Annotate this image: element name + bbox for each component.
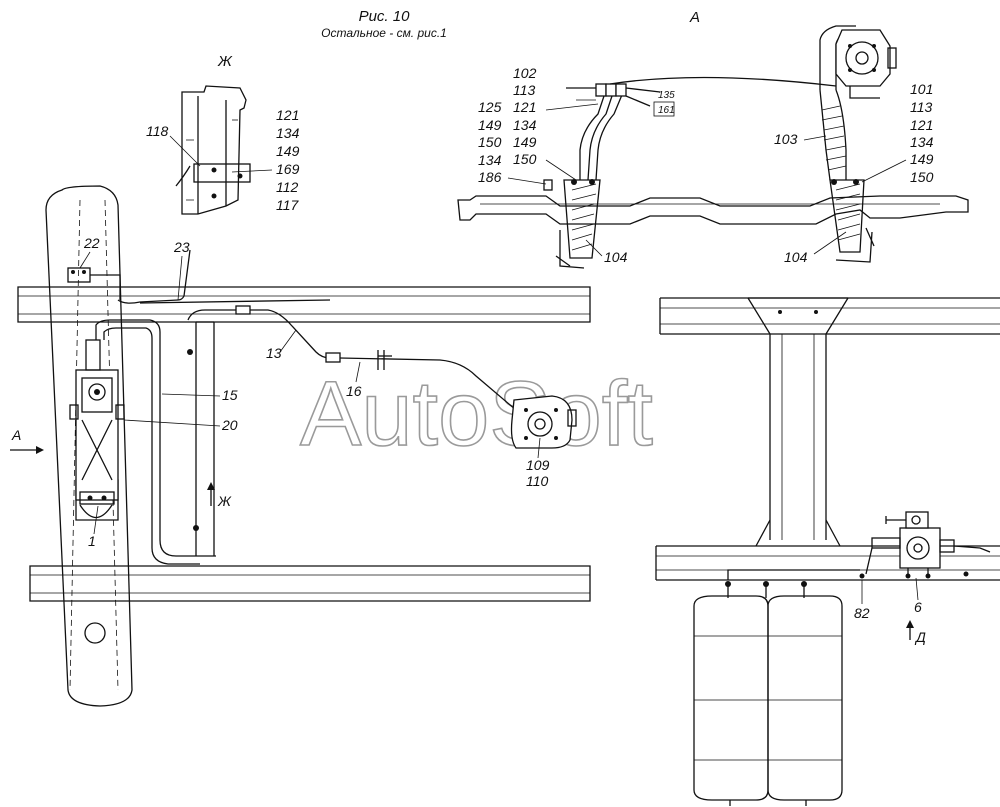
figure-subtitle: Остальное - см. рис.1 <box>321 26 447 40</box>
svg-text:118: 118 <box>146 123 169 139</box>
svg-text:125: 125 <box>478 99 502 115</box>
figure-title: Рис. 10 <box>359 8 411 25</box>
callout-82: 82 <box>854 605 870 621</box>
svg-text:Ж: Ж <box>217 493 232 509</box>
pipe-16 <box>339 357 517 411</box>
rear-callouts: 82 6 <box>854 577 922 621</box>
pipe-20 <box>103 327 200 565</box>
svg-text:134: 134 <box>910 134 934 150</box>
svg-text:121: 121 <box>910 117 933 133</box>
view-arrow-d: Д <box>906 620 926 645</box>
svg-text:А: А <box>11 427 21 443</box>
callout-20: 20 <box>221 417 238 433</box>
svg-text:149: 149 <box>276 143 300 159</box>
svg-text:102: 102 <box>513 65 537 81</box>
air-receivers <box>693 569 860 806</box>
svg-text:134: 134 <box>478 152 502 168</box>
svg-text:101: 101 <box>910 81 933 97</box>
callout-15: 15 <box>222 387 238 403</box>
callout-23: 23 <box>173 239 190 255</box>
svg-text:150: 150 <box>513 151 537 167</box>
svg-text:104: 104 <box>604 249 628 265</box>
callout-16: 16 <box>346 383 362 399</box>
callout-13: 13 <box>266 345 282 361</box>
svg-text:149: 149 <box>513 134 537 150</box>
view-arrow-a: А <box>10 427 44 454</box>
svg-text:161: 161 <box>658 105 675 116</box>
view-a-label: А <box>689 9 700 26</box>
view-zh-label: Ж <box>217 53 233 70</box>
bracket-zh <box>187 321 216 557</box>
svg-text:134: 134 <box>513 117 537 133</box>
view-arrow-zh: Ж <box>207 482 232 509</box>
frame-bottom-rail <box>29 565 591 602</box>
svg-text:134: 134 <box>276 125 300 141</box>
svg-text:135: 135 <box>658 90 675 101</box>
svg-text:169: 169 <box>276 161 300 177</box>
valve-unit-1 <box>69 339 125 505</box>
pipe-22 <box>67 267 121 300</box>
callout-6: 6 <box>914 599 922 615</box>
pipe-15 <box>95 319 196 557</box>
svg-text:149: 149 <box>478 117 502 133</box>
main-callouts: 22 23 13 15 16 20 1 109 110 <box>79 235 550 549</box>
detail-view-zh: Ж 118 121 134 149 169 112 117 <box>146 53 300 215</box>
svg-text:113: 113 <box>910 99 933 115</box>
frame-top-rail <box>17 286 591 323</box>
callout-110: 110 <box>526 473 549 489</box>
svg-text:121: 121 <box>513 99 536 115</box>
callout-22: 22 <box>83 235 100 251</box>
svg-text:149: 149 <box>910 151 934 167</box>
brake-chamber-109 <box>510 395 577 449</box>
svg-text:Д: Д <box>914 629 926 645</box>
svg-text:104: 104 <box>784 249 808 265</box>
svg-text:112: 112 <box>276 179 299 195</box>
callout-1: 1 <box>88 533 96 549</box>
valve-6 <box>859 511 991 579</box>
detail-view-a: А 135 161 <box>457 9 969 269</box>
watermark: AutoSoft <box>300 363 653 465</box>
svg-text:117: 117 <box>276 197 300 213</box>
pipe-23 <box>117 249 191 304</box>
svg-text:186: 186 <box>478 169 502 185</box>
svg-text:150: 150 <box>478 134 502 150</box>
svg-text:150: 150 <box>910 169 934 185</box>
svg-text:103: 103 <box>774 131 798 147</box>
svg-text:121: 121 <box>276 107 299 123</box>
svg-text:113: 113 <box>513 82 536 98</box>
pipe-13 <box>187 309 331 359</box>
callout-109: 109 <box>526 457 550 473</box>
rear-frame <box>655 297 1000 581</box>
